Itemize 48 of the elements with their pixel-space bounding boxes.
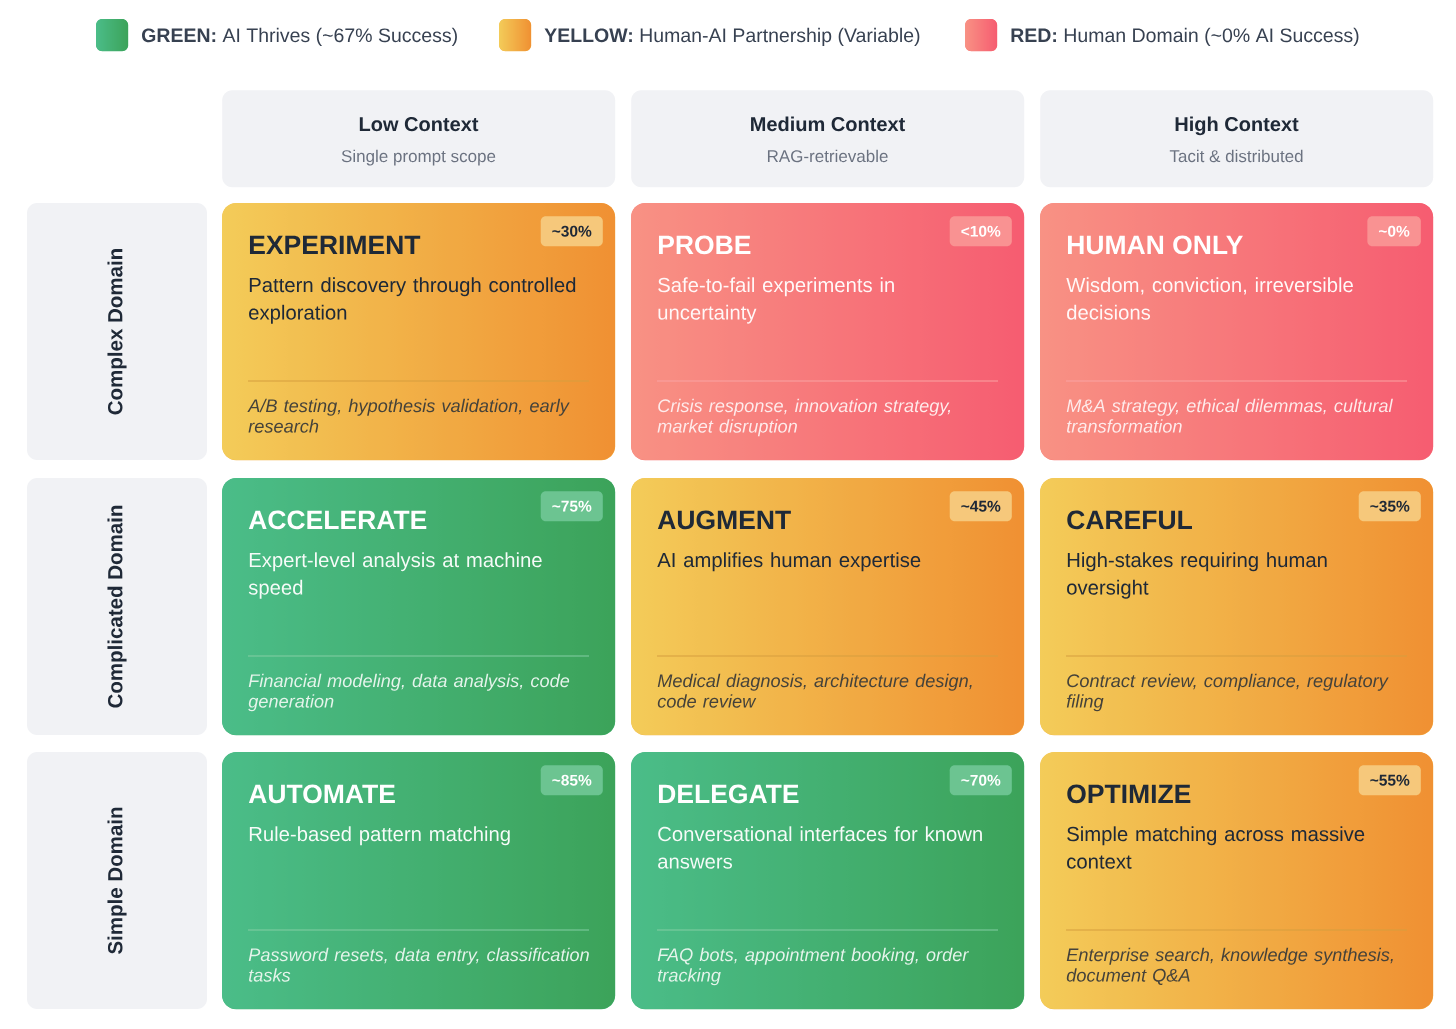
card-description: Rule-based pattern matching xyxy=(249,826,510,846)
card-description: Conversational interfaces for known answers xyxy=(658,826,982,869)
card-description: Expert-level analysis at machine speed xyxy=(248,552,542,599)
example-text: Medical diagnosis, architecture design, code review xyxy=(657,673,972,708)
percentage-badge: ~45% xyxy=(949,491,1012,522)
percentage-badge: ~75% xyxy=(540,491,603,522)
percentage-badge: ~30% xyxy=(540,216,603,247)
card-title: EXPERIMENT xyxy=(250,235,421,254)
header-subtitle: Single prompt scope xyxy=(341,149,496,166)
example-text: Contract review, compliance, regulatory filing xyxy=(1066,673,1389,712)
row-header: Simple Domain xyxy=(27,752,207,1009)
header-subtitle: Tacit & distributed xyxy=(1169,149,1303,163)
card-description: Pattern discovery through controlled exploration xyxy=(249,277,576,324)
row-header: Complicated Domain xyxy=(27,478,207,735)
percentage-badge: ~0% xyxy=(1367,216,1421,247)
legend-text: RED: Human Domain (~0% AI Success) xyxy=(1011,27,1359,47)
card-title: DELEGATE xyxy=(659,784,799,804)
card-title: AUGMENT xyxy=(657,510,791,530)
card-title: AUTOMATE xyxy=(248,784,395,804)
example-text: M&A strategy, ethical dilemmas, cultural transformation xyxy=(1066,398,1393,433)
card-title: CAREFUL xyxy=(1067,510,1192,530)
row-header: Complex Domain xyxy=(27,203,207,460)
card-title: PROBE xyxy=(659,235,751,255)
card-description: Wisdom, conviction, irreversible decisions xyxy=(1066,277,1353,320)
example-text: Crisis response, innovation strategy, market disruption xyxy=(657,398,951,437)
example-text: Password resets, data entry, classification tasks xyxy=(248,947,589,982)
percentage-badge: ~35% xyxy=(1358,491,1421,522)
header-title: Low Context xyxy=(359,117,479,132)
example-text: FAQ bots, appointment booking, order tracking xyxy=(657,947,969,986)
header-title: Medium Context xyxy=(751,116,906,132)
example-text: Enterprise search, knowledge synthesis, document Q&A xyxy=(1066,947,1393,985)
card-description: Simple matching across massive context xyxy=(1067,826,1365,869)
header-subtitle: RAG-retrievable xyxy=(767,149,888,163)
percentage-badge: ~55% xyxy=(1358,765,1421,796)
card-description: Safe-to-fail experiments in uncertainty xyxy=(658,277,894,324)
card-title: HUMAN ONLY xyxy=(1068,235,1243,255)
card-title: ACCELERATE xyxy=(248,510,427,530)
example-text: A/B testing, hypothesis validation, early research xyxy=(247,398,570,433)
legend-text: GREEN: AI Thrives (~67% Success) xyxy=(142,27,457,47)
example-text: Financial modeling, data analysis, code generation xyxy=(248,673,570,712)
card-title: OPTIMIZE xyxy=(1067,784,1191,804)
percentage-badge: ~70% xyxy=(949,765,1012,796)
percentage-badge: ~85% xyxy=(540,765,603,796)
card-description: High-stakes requiring human oversight xyxy=(1067,552,1327,599)
legend-text: YELLOW: Human-AI Partnership (Variable) xyxy=(544,27,920,47)
card-description: AI amplifies human expertise xyxy=(657,552,921,572)
percentage-badge: <10% xyxy=(949,216,1012,247)
header-title: High Context xyxy=(1175,116,1299,136)
